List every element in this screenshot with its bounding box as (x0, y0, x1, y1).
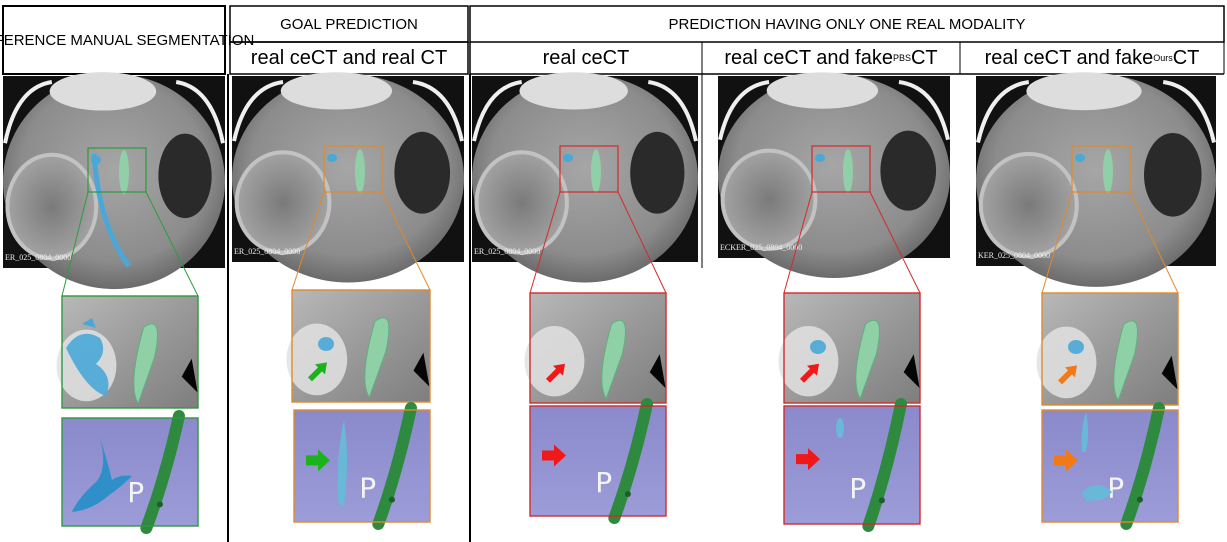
fake-ours-zoom-blue-structure (1068, 340, 1084, 354)
fake-pbs-render-arrow-icon (796, 448, 820, 471)
reference-header: REFERENCE MANUAL SEGMENTATION (0, 31, 255, 49)
reference-ct-slice: ER_025_0804_0000 (3, 72, 225, 290)
reference-zoom-blue-structure (66, 333, 109, 396)
fake-ours-zoom-green-structure (1113, 320, 1138, 402)
goal-render-blue-structure (337, 420, 347, 507)
goal-render-panel: P (293, 402, 431, 530)
reference-zoom-green-structure (133, 323, 158, 405)
fake-ours-zoom-arrow-icon (1058, 365, 1077, 385)
fake-pbs-render-blue-structure (836, 418, 844, 438)
real-cect-ct-slice: ER_025_0804_0000 (472, 72, 698, 283)
real-cect-connector-right (617, 191, 667, 294)
goal-connector-left (291, 191, 325, 291)
fake-pbs-label-sub: PBS (892, 53, 911, 63)
fake-pbs-zoom-green-structure (855, 319, 880, 400)
fake-ours-render-blue-structure (1081, 412, 1088, 452)
goal-render-arrow-icon (306, 449, 330, 472)
reference-render-green-vessel (140, 410, 185, 534)
fake-ours-render-letter: P (1107, 471, 1124, 504)
fake-ours-ct-slice: KER_025_0804_0000 (976, 72, 1216, 287)
real-cect-zoom-green-structure (601, 319, 626, 400)
fake-pbs-ct-slice: ECKER_025_0804_0000 (718, 72, 950, 279)
real-cect-zoom-panel (524, 292, 667, 404)
reference-render-panel: P (61, 410, 199, 534)
reference-scan-caption: ER_025_0804_0000 (5, 253, 71, 262)
goal-connector-right (381, 191, 431, 291)
real-cect-column-label: real ceCT (471, 43, 701, 73)
fake-ours-label-main: real ceCT and fake (984, 46, 1154, 69)
fake-pbs-connector-right (869, 191, 921, 294)
fake-ours-render-green-vessel (1120, 402, 1165, 530)
fake-ours-label-tail: CT (1172, 46, 1200, 69)
fake-pbs-render-letter: P (849, 472, 866, 505)
fake-pbs-connector-left (783, 191, 813, 294)
real-cect-render-letter: P (595, 466, 612, 499)
fake-pbs-zoom-blue-structure (810, 340, 826, 354)
real-cect-render-green-vessel (608, 398, 653, 524)
fake-ours-zoom-panel (1036, 292, 1179, 406)
reference-render-blue-structure (72, 438, 132, 512)
goal-scan-caption: ER_025_0804_0000 (234, 247, 300, 256)
fake-pbs-render-green-vessel (862, 398, 907, 532)
fake-pbs-label-tail: CT (910, 46, 938, 69)
goal-render-green-vessel (372, 402, 417, 530)
goal-render-letter: P (359, 471, 376, 504)
goal-roi-box (323, 145, 383, 193)
reference-render-letter: P (127, 476, 144, 509)
fake-pbs-scan-caption: ECKER_025_0804_0000 (720, 243, 802, 252)
reference-roi-box (87, 147, 147, 193)
reference-zoom-panel (56, 295, 199, 409)
real-cect-scan-caption: ER_025_0804_0000 (474, 247, 540, 256)
goal-column-label: real ceCT and real CT (231, 43, 467, 73)
fake-ours-render-panel: P (1041, 402, 1179, 530)
goal-zoom-blue-structure (318, 337, 334, 351)
real-cect-roi-box (559, 145, 619, 193)
real-cect-render-arrow-icon (542, 444, 566, 467)
fake-ours-roi-box (1071, 145, 1131, 193)
fake-pbs-zoom-panel (778, 292, 921, 404)
one-modality-header: PREDICTION HAVING ONLY ONE REAL MODALITY (668, 15, 1026, 33)
goal-zoom-green-structure (364, 317, 390, 399)
one-modality-header-box (469, 5, 1225, 43)
goal-ct-slice: ER_025_0804_0000 (232, 72, 464, 283)
goal-zoom-arrow-icon (308, 362, 327, 382)
fake-pbs-render-panel: P (783, 398, 921, 532)
fake-pbs-roi-box (811, 145, 871, 193)
reference-connector-right (145, 191, 199, 297)
goal-zoom-panel (286, 289, 431, 403)
fake-ours-connector-left (1041, 191, 1073, 294)
fake-ours-render-arrow-icon (1054, 449, 1078, 472)
real-cect-zoom-arrow-icon (546, 363, 565, 383)
fake-ours-scan-caption: KER_025_0804_0000 (978, 251, 1050, 260)
real-cect-connector-left (529, 191, 561, 294)
fake-ours-connector-right (1129, 191, 1179, 294)
reference-connector-left (61, 191, 89, 297)
fake-pbs-label-main: real ceCT and fake (724, 46, 893, 69)
fake-ours-label-sub: Ours (1153, 53, 1173, 63)
goal-header: GOAL PREDICTION (280, 15, 418, 33)
fake-pbs-zoom-arrow-icon (800, 363, 819, 383)
goal-label-main: real ceCT and real CT (250, 46, 448, 69)
real-cect-render-panel: P (529, 398, 667, 524)
real-cect-label-main: real ceCT (542, 46, 630, 69)
